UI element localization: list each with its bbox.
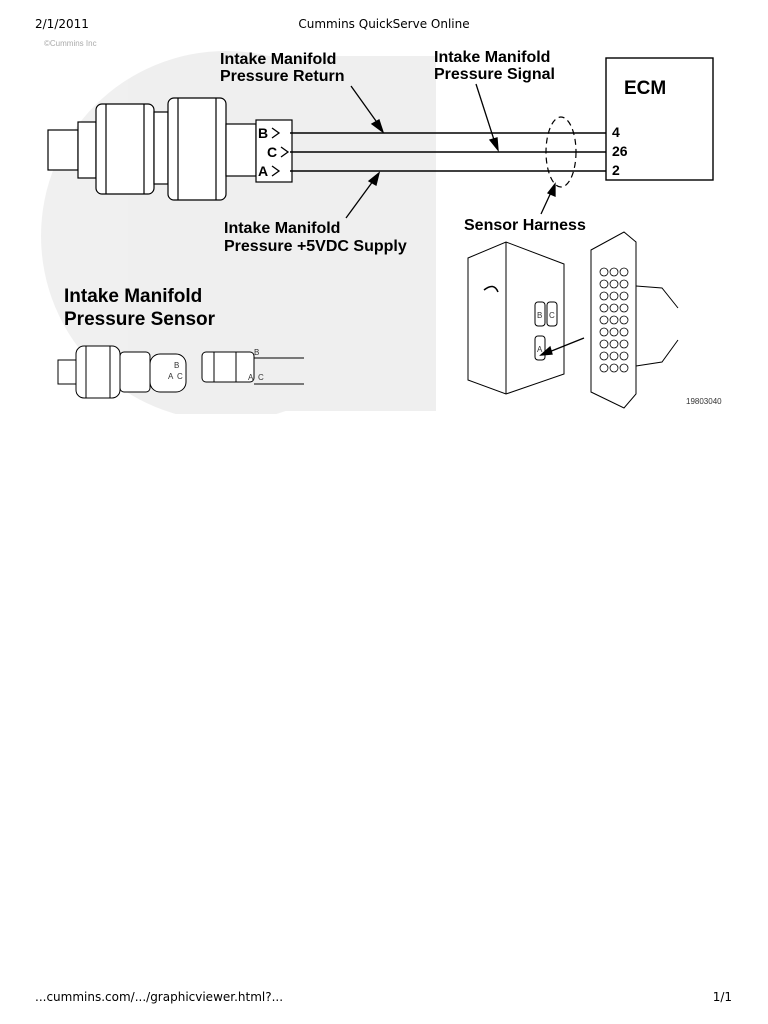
ecm-label: ECM: [624, 78, 666, 99]
label-return-line1: Intake Manifold: [220, 51, 336, 68]
svg-text:B: B: [537, 311, 542, 320]
small-sensor-drawing: [57, 345, 187, 399]
leader-arrows: [345, 83, 556, 219]
svg-text:B: B: [254, 348, 259, 357]
ecm-pin-2: 2: [612, 162, 620, 178]
svg-text:C: C: [258, 373, 264, 382]
wiring-diagram: ©Cummins Inc B C A ECM 4 26 2 Intake Man…: [41, 39, 722, 414]
figure-id: 19803040: [686, 397, 722, 406]
label-harness: Sensor Harness: [464, 217, 586, 234]
header-title: Cummins QuickServe Online: [298, 17, 470, 31]
ecm-box: [605, 57, 714, 181]
pin-b-label: B: [258, 125, 268, 141]
svg-text:C: C: [177, 372, 183, 381]
header-date: 2/1/2011: [35, 17, 89, 31]
sensor-title-line1: Intake Manifold: [64, 286, 202, 307]
svg-text:A: A: [537, 345, 543, 354]
ecm-connector-cable: [635, 285, 679, 367]
label-supply-line1: Intake Manifold: [224, 220, 340, 237]
shield-ellipse: [545, 116, 577, 188]
footer-url: ...cummins.com/.../graphicviewer.html?..…: [35, 990, 284, 1004]
sensor-pin-labels: B C A: [258, 125, 290, 179]
ecm-pin-26: 26: [612, 143, 628, 159]
sensor-title-line2: Pressure Sensor: [64, 309, 216, 330]
watermark-copyright: ©Cummins Inc: [44, 39, 97, 48]
svg-text:B: B: [174, 361, 179, 370]
label-return-line2: Pressure Return: [220, 68, 345, 85]
small-plug-pin-labels: B A C: [168, 361, 183, 381]
footer-page-number: 1/1: [712, 990, 732, 1004]
ecm-connector-letters: B C A: [537, 311, 555, 354]
pin-a-label: A: [258, 163, 268, 179]
svg-text:C: C: [549, 311, 555, 320]
pin-c-label: C: [267, 144, 277, 160]
small-plug-letters: B A C: [248, 348, 264, 382]
label-signal-line1: Intake Manifold: [434, 49, 550, 66]
small-plug-drawing: [201, 351, 304, 385]
connector-arrow: [539, 337, 585, 356]
ecm-connector-pin-grid: [599, 267, 629, 373]
svg-text:A: A: [168, 372, 174, 381]
harness-wires: [290, 132, 606, 172]
label-signal-line2: Pressure Signal: [434, 66, 555, 83]
ecm-pin-4: 4: [612, 124, 620, 140]
label-supply-line2: Pressure +5VDC Supply: [224, 238, 407, 255]
svg-text:A: A: [248, 373, 254, 382]
